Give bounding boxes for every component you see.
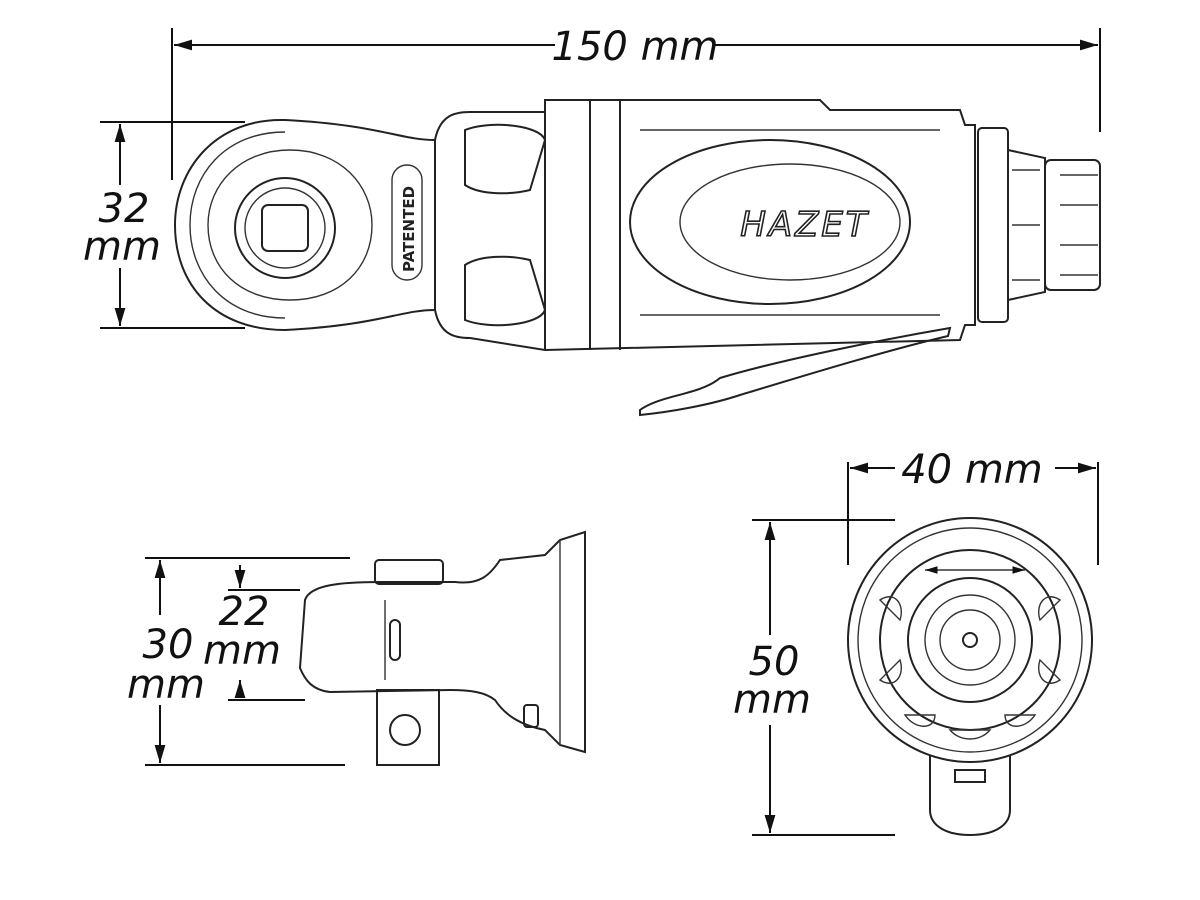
brand-logo: HAZET bbox=[740, 205, 869, 245]
head-height-unit: mm bbox=[83, 224, 161, 270]
dimension-head-height: 32 mm bbox=[83, 121, 245, 329]
head-height-value: 32 bbox=[99, 186, 150, 232]
ratchet-head: PATENTED bbox=[173, 118, 436, 332]
motor-body: HAZET bbox=[434, 99, 1101, 352]
trigger-lever bbox=[639, 326, 952, 417]
width-label: 40 mm bbox=[901, 447, 1043, 493]
front-height-unit: mm bbox=[733, 677, 811, 723]
dimension-side-height: 30 mm bbox=[127, 557, 350, 766]
dimension-front-height: 50 mm bbox=[733, 519, 895, 836]
length-label: 150 mm bbox=[552, 24, 719, 70]
side-height-value: 30 bbox=[143, 622, 194, 668]
patent-label: PATENTED bbox=[400, 186, 418, 272]
front-height-value: 50 bbox=[749, 639, 800, 685]
side-view: 30 mm 22 mm bbox=[127, 530, 586, 766]
dimension-length: 150 mm bbox=[171, 24, 1101, 180]
dimension-head-thickness: 22 mm bbox=[203, 565, 305, 701]
dimension-width: 40 mm bbox=[847, 447, 1099, 565]
top-view: 150 mm 32 mm PATENTED bbox=[83, 24, 1101, 417]
head-thickness-value: 22 bbox=[219, 589, 270, 635]
side-height-unit: mm bbox=[127, 662, 205, 708]
front-view: 40 mm 50 mm bbox=[733, 447, 1099, 837]
head-thickness-unit: mm bbox=[203, 628, 281, 674]
